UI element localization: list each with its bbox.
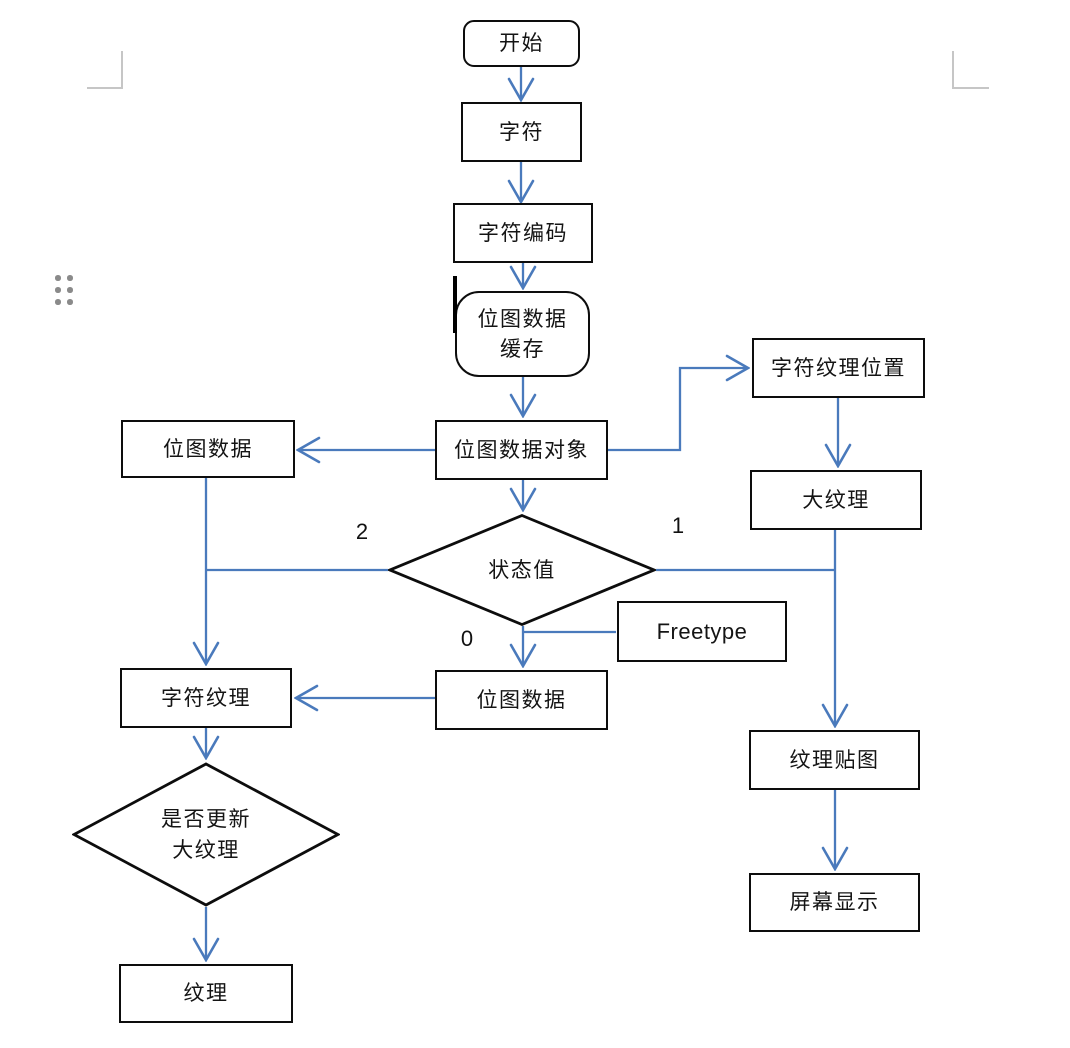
branch-label-2: 2 [355, 519, 369, 544]
node-bitmap-cache[interactable]: 位图数据 缓存 [455, 291, 590, 377]
node-bitmap-object[interactable]: 位图数据对象 [435, 420, 608, 480]
node-freetype[interactable]: Freetype [617, 601, 787, 662]
node-char-encoding[interactable]: 字符编码 [453, 203, 593, 263]
node-bitmap-data-mid[interactable]: 位图数据 [435, 670, 608, 730]
page-corner-mark-left [87, 51, 123, 89]
node-status-value-label: 状态值 [488, 557, 556, 582]
branch-label-1: 1 [671, 513, 685, 538]
node-char-texture[interactable]: 字符纹理 [120, 668, 292, 728]
text-cursor [453, 276, 457, 333]
branch-label-0: 0 [460, 626, 474, 651]
node-texture-map[interactable]: 纹理贴图 [749, 730, 920, 790]
node-char-texture-pos[interactable]: 字符纹理位置 [752, 338, 925, 398]
node-update-big-texture-label: 是否更新 大纹理 [161, 807, 251, 862]
node-bitmap-data-left[interactable]: 位图数据 [121, 420, 295, 478]
node-update-big-texture[interactable]: 是否更新 大纹理 [72, 762, 340, 907]
node-character[interactable]: 字符 [461, 102, 582, 162]
node-screen-display[interactable]: 屏幕显示 [749, 873, 920, 932]
node-start[interactable]: 开始 [463, 20, 580, 67]
node-big-texture[interactable]: 大纹理 [750, 470, 922, 530]
drag-handle-icon[interactable] [55, 275, 73, 305]
page-corner-mark-right [952, 51, 989, 89]
node-status-value[interactable]: 状态值 [388, 514, 656, 626]
node-texture[interactable]: 纹理 [119, 964, 293, 1023]
